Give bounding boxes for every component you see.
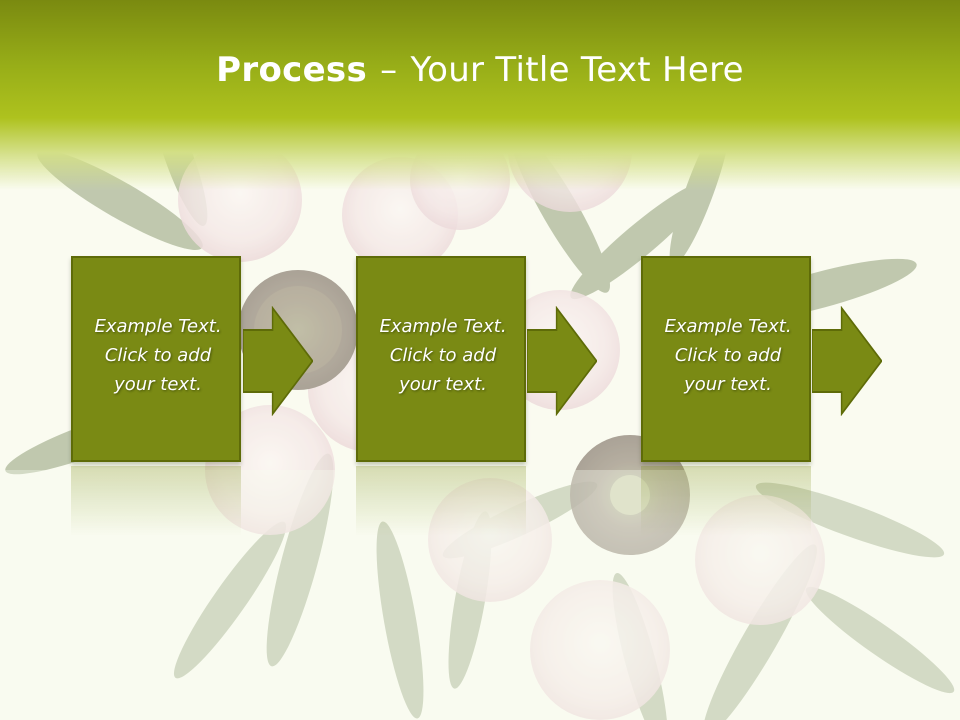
step-text-line-2: Click to add [104, 345, 212, 366]
step-text[interactable]: Example Text. Click to add your text. [643, 312, 813, 399]
step-text-line-2: Click to add [389, 345, 497, 366]
slide-title[interactable]: Process – Your Title Text Here [0, 50, 960, 90]
process-step-3[interactable]: Example Text. Click to add your text. [641, 256, 815, 536]
right-arrow-icon [527, 306, 597, 416]
step-text-line-3: your text. [684, 374, 772, 395]
step-text-line-3: your text. [399, 374, 487, 395]
title-rest-text: Your Title Text Here [410, 50, 744, 90]
process-step-1[interactable]: Example Text. Click to add your text. [71, 256, 245, 536]
right-arrow-icon [243, 306, 313, 416]
title-bold-text: Process [216, 50, 368, 90]
step-text[interactable]: Example Text. Click to add your text. [73, 312, 243, 399]
right-arrow-icon [812, 306, 882, 416]
step-text-line-1: Example Text. [94, 316, 222, 337]
step-reflection [356, 466, 526, 536]
step-text-line-1: Example Text. [379, 316, 507, 337]
step-box[interactable]: Example Text. Click to add your text. [71, 256, 241, 462]
step-text[interactable]: Example Text. Click to add your text. [358, 312, 528, 399]
step-reflection [641, 466, 811, 536]
step-box[interactable]: Example Text. Click to add your text. [641, 256, 811, 462]
step-text-line-3: your text. [114, 374, 202, 395]
step-box[interactable]: Example Text. Click to add your text. [356, 256, 526, 462]
title-dash: – [380, 50, 398, 90]
process-step-2[interactable]: Example Text. Click to add your text. [356, 256, 530, 536]
title-bar [0, 0, 960, 190]
step-text-line-1: Example Text. [664, 316, 792, 337]
step-text-line-2: Click to add [674, 345, 782, 366]
step-reflection [71, 466, 241, 536]
